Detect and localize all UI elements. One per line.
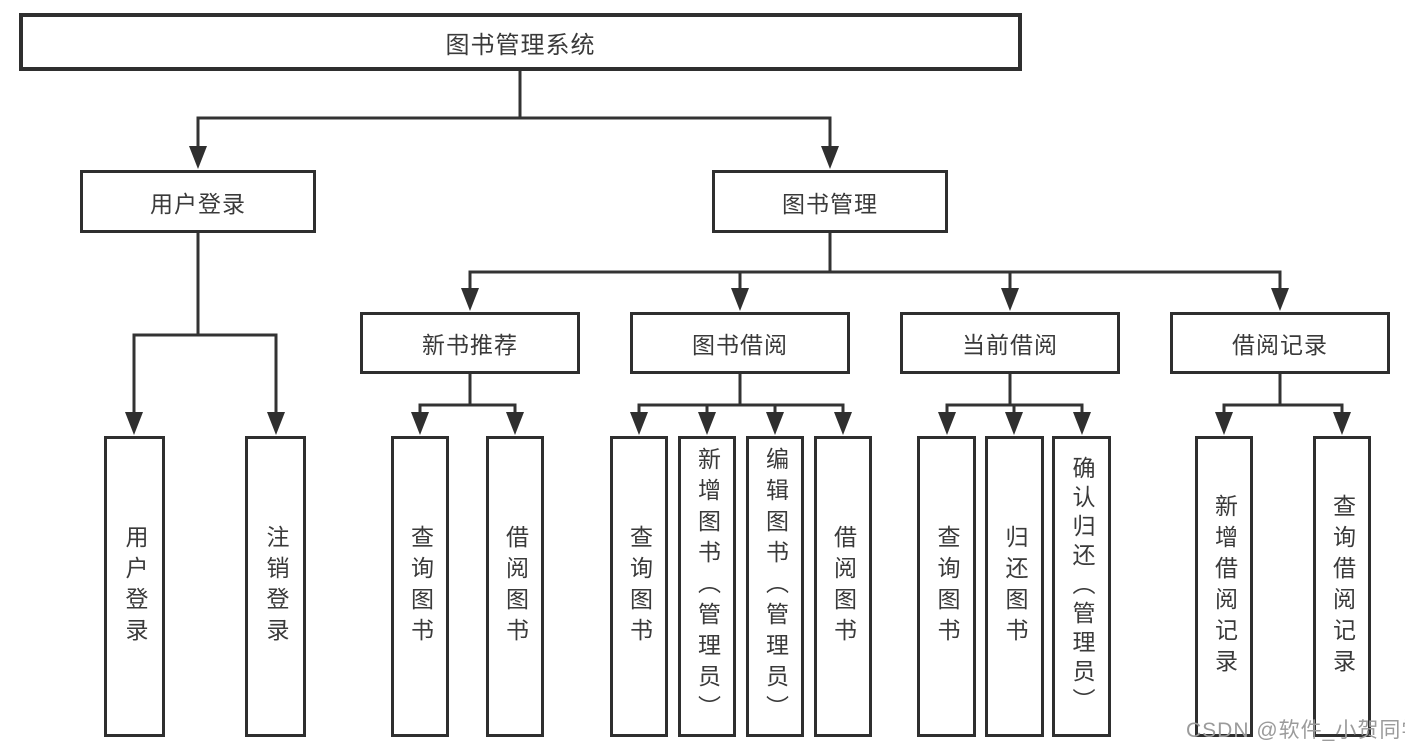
leaf-add-books-admin: 新增图书（管理员） bbox=[678, 436, 736, 737]
leaf-borrow-books: 借阅图书 bbox=[814, 436, 872, 737]
leaf-query-books-borrowing: 查询图书 bbox=[610, 436, 668, 737]
node-borrowing-records: 借阅记录 bbox=[1170, 312, 1390, 374]
leaf-add-borrow-record: 新增借阅记录 bbox=[1195, 436, 1253, 737]
node-book-borrowing: 图书借阅 bbox=[630, 312, 850, 374]
node-library-management-system: 图书管理系统 bbox=[19, 13, 1022, 71]
node-book-management: 图书管理 bbox=[712, 170, 948, 233]
node-current-borrowing: 当前借阅 bbox=[900, 312, 1120, 374]
leaf-user-login: 用户登录 bbox=[104, 436, 165, 737]
node-new-book-recommend: 新书推荐 bbox=[360, 312, 580, 374]
leaf-query-books-current: 查询图书 bbox=[917, 436, 976, 737]
arrowheads bbox=[125, 146, 1351, 435]
leaf-query-books-recommend: 查询图书 bbox=[391, 436, 449, 737]
leaf-logout: 注销登录 bbox=[245, 436, 306, 737]
leaf-query-borrow-record: 查询借阅记录 bbox=[1313, 436, 1371, 737]
leaf-edit-books-admin: 编辑图书（管理员） bbox=[746, 436, 804, 737]
leaf-borrow-books-recommend: 借阅图书 bbox=[486, 436, 544, 737]
leaf-return-books: 归还图书 bbox=[985, 436, 1044, 737]
leaf-confirm-return-admin: 确认归还（管理员） bbox=[1052, 436, 1111, 737]
node-user-login: 用户登录 bbox=[80, 170, 316, 233]
csdn-watermark: CSDN @软件_小贺同学 bbox=[1186, 719, 1405, 742]
